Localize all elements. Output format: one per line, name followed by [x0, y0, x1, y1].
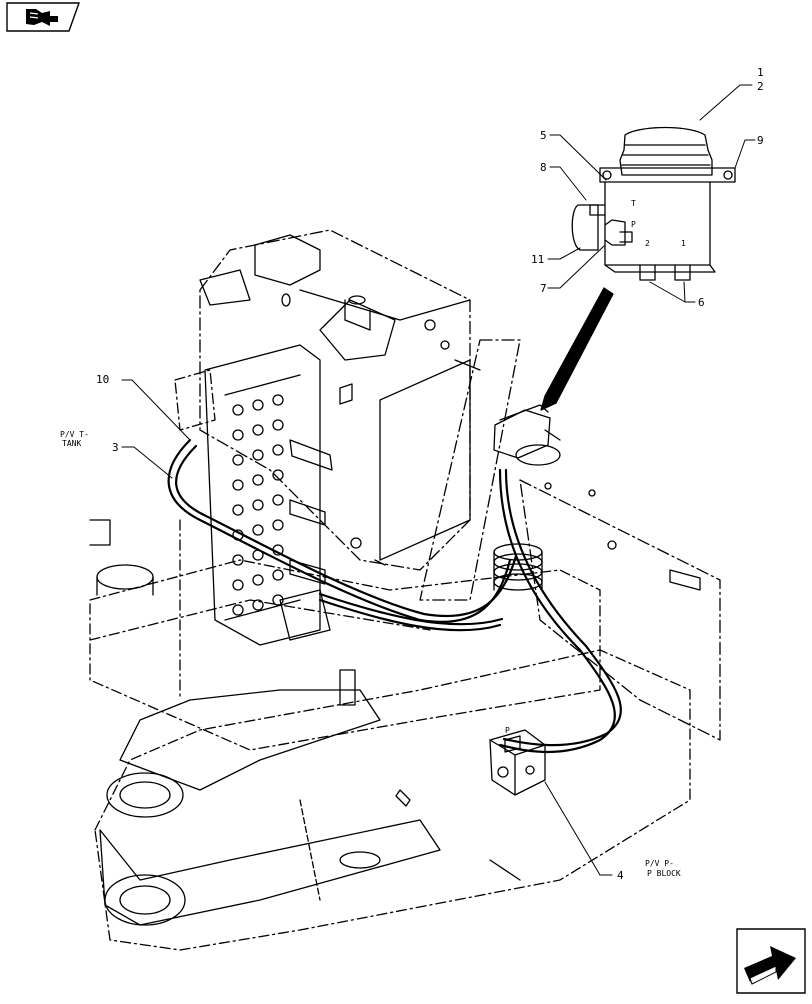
callout-3: 3 — [112, 441, 119, 454]
pilot-valve-inset — [571, 126, 736, 281]
coiled-hose — [493, 543, 543, 591]
valve-spools — [232, 394, 284, 616]
pv-p-block-label-line2: P BLOCK — [647, 869, 681, 878]
hydraulic-hoses — [167, 438, 622, 754]
valve-port-labels: T P 2 1 P — [505, 199, 686, 735]
pv-p-block-label-line1: P/V P- — [645, 859, 674, 868]
pv-t-tank-label-line1: P/V T- — [60, 430, 89, 439]
port-label-2: 2 — [645, 239, 650, 248]
leader-lines — [121, 84, 756, 876]
callout-5: 5 — [540, 129, 547, 142]
callout-11: 11 — [531, 253, 544, 266]
callout-1: 1 — [757, 66, 764, 79]
callout-7: 7 — [540, 282, 547, 295]
next-page-arrow-icon — [736, 928, 806, 994]
book-arrow-icon — [6, 2, 80, 32]
hydraulic-tank — [199, 229, 471, 571]
callout-2: 2 — [757, 80, 764, 93]
callout-9: 9 — [757, 134, 764, 147]
port-label-p: P — [631, 220, 636, 229]
pv-t-tank-label-line2: TANK — [62, 439, 81, 448]
p-port-label: P — [505, 726, 510, 735]
pilot-valve-mounted — [419, 339, 561, 601]
callout-4: 4 — [617, 869, 624, 882]
callout-10: 10 — [96, 373, 109, 386]
back-button[interactable] — [6, 2, 80, 32]
port-label-t: T — [631, 199, 636, 208]
detail-pointer-arrow — [544, 287, 614, 404]
upper-base-plate — [89, 519, 601, 751]
callout-8: 8 — [540, 161, 547, 174]
callout-6: 6 — [698, 296, 705, 309]
p-block — [489, 729, 546, 796]
port-label-1: 1 — [681, 239, 686, 248]
next-page-button[interactable] — [736, 928, 806, 994]
lower-frame — [94, 649, 691, 951]
callout-labels: 1 2 9 5 8 11 7 6 10 3 4 — [96, 66, 764, 882]
line-annotations: P/V T- TANK P/V P- P BLOCK — [60, 430, 681, 878]
